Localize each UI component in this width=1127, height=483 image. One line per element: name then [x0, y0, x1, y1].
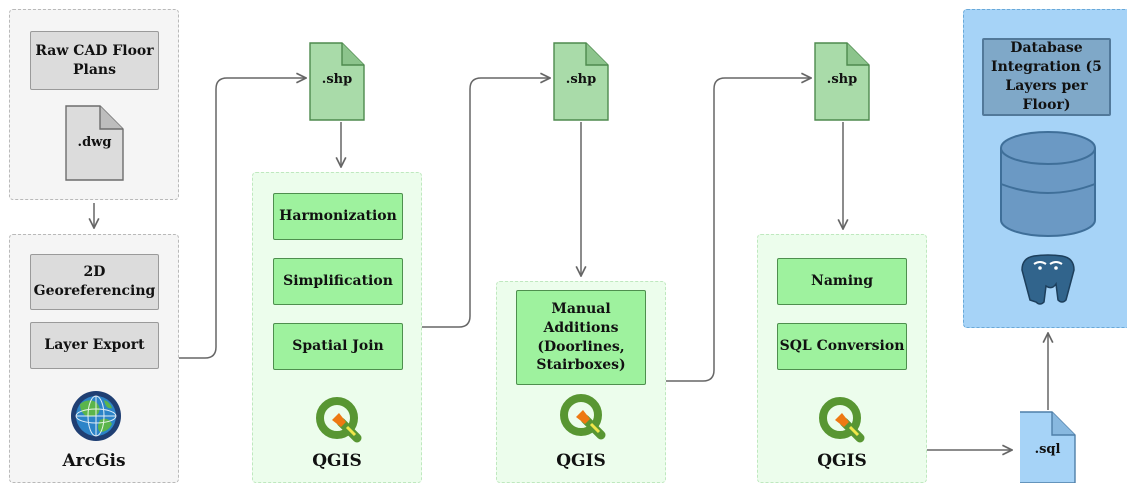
- qgis-label-1: QGIS: [312, 451, 362, 471]
- database-cylinder-icon: [1000, 131, 1096, 237]
- arrow-arcgis-to-shp1: [179, 78, 306, 359]
- dwg-file-label: .dwg: [77, 135, 112, 150]
- arrow-qgis2-to-shp3: [666, 78, 811, 382]
- naming-box: Naming: [777, 258, 907, 305]
- shp-file-icon-1: [309, 42, 365, 121]
- shp-file-label-2: .shp: [565, 72, 597, 87]
- harmonization-box: Harmonization: [273, 193, 403, 240]
- qgis-label-2: QGIS: [556, 451, 606, 471]
- shp-file-icon-3: [814, 42, 870, 121]
- dwg-file-icon: [65, 105, 124, 181]
- simplification-box: Simplification: [273, 258, 403, 305]
- qgis-logo-icon-3: [819, 397, 865, 443]
- qgis-logo-icon-2: [560, 394, 606, 440]
- arrow-qgis1-to-shp2: [422, 78, 550, 328]
- shp-file-label-1: .shp: [321, 72, 353, 87]
- database-integration-box: Database Integration (5 Layers per Floor…: [982, 38, 1111, 116]
- sql-conversion-box: SQL Conversion: [777, 323, 907, 370]
- raw-cad-floor-plans-box: Raw CAD Floor Plans: [30, 31, 159, 90]
- sql-file-icon: [1020, 411, 1076, 483]
- georeferencing-box: 2D Georeferencing: [30, 254, 159, 310]
- qgis-label-3: QGIS: [817, 451, 867, 471]
- spatial-join-box: Spatial Join: [273, 323, 403, 370]
- shp-file-label-3: .shp: [826, 72, 858, 87]
- arcgis-globe-icon: [71, 391, 121, 441]
- shp-file-icon-2: [553, 42, 609, 121]
- postgresql-elephant-icon: [1021, 254, 1075, 305]
- arcgis-label: ArcGis: [62, 451, 126, 471]
- layer-export-box: Layer Export: [30, 322, 159, 369]
- sql-file-label: .sql: [1034, 442, 1061, 457]
- qgis-logo-icon-1: [316, 397, 362, 443]
- manual-additions-box: Manual Additions (Doorlines, Stairboxes): [516, 290, 646, 385]
